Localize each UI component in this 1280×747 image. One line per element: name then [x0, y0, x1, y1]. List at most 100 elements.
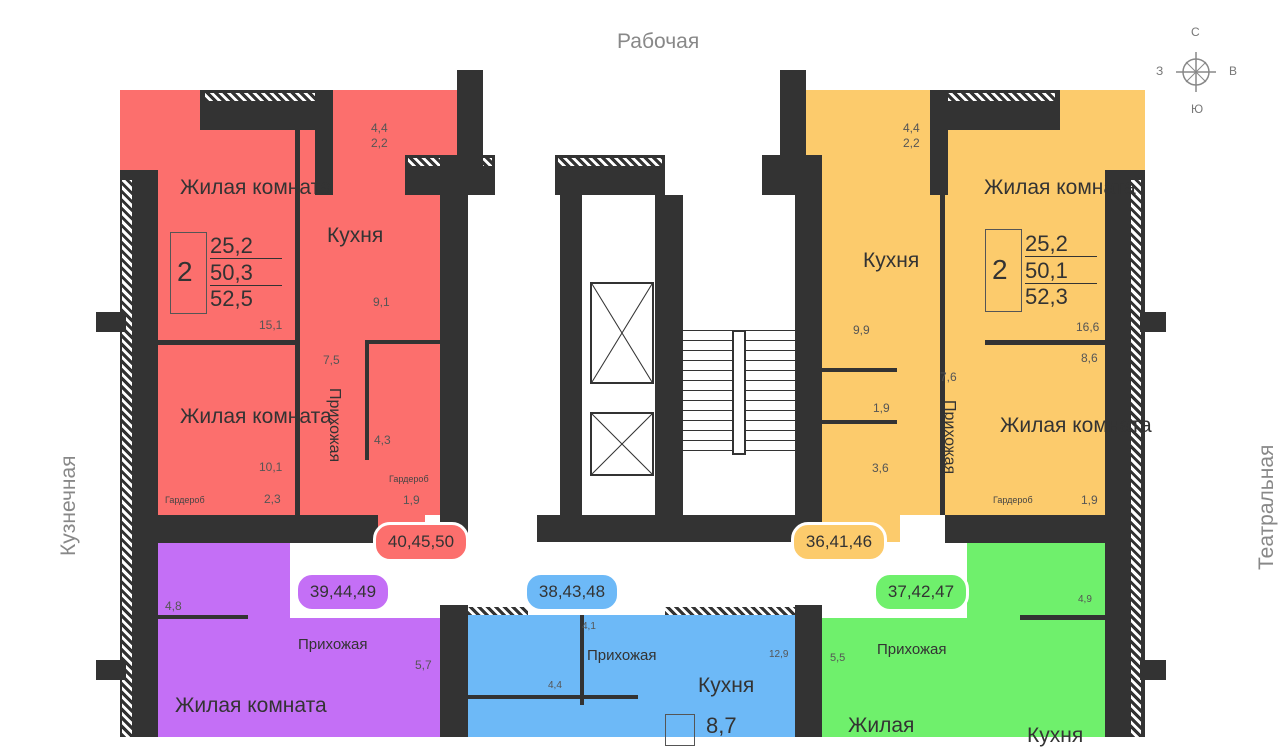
apartment-numbers-badge-blue[interactable]: 38,43,48: [524, 572, 620, 612]
divider: [1025, 256, 1097, 257]
room-label: Кухня: [698, 674, 755, 697]
room-area: 1,9: [873, 401, 890, 415]
room-label: Гардероб: [993, 495, 1033, 505]
rooms-count: 2: [992, 254, 1008, 285]
wall-pilaster: [96, 312, 126, 332]
room-area: 9,9: [853, 323, 870, 337]
wall-partition: [468, 695, 638, 699]
stair-core-wall: [560, 195, 582, 515]
compass-rose-icon: [1176, 52, 1216, 92]
room-area: 9,1: [373, 295, 390, 309]
wall-insulation-west: [122, 180, 132, 737]
room-area: 16,6: [1076, 320, 1100, 334]
wall-partition: [365, 340, 369, 460]
wall: [315, 90, 333, 195]
living-area: 25,2: [210, 233, 253, 258]
rooms-count: 2: [177, 256, 193, 287]
apartment-numbers-badge-green[interactable]: 37,42,47: [873, 572, 969, 612]
wall-partition: [985, 340, 1105, 345]
wall-insulation: [935, 93, 1055, 101]
wall-partition: [158, 615, 248, 619]
wall-partition: [822, 368, 897, 372]
total-area: 52,3: [1025, 284, 1068, 309]
room-area: 4,9: [1078, 594, 1092, 605]
summary-box: [985, 229, 1022, 312]
room-label: Жилая комната: [1000, 414, 1152, 437]
compass-south: Ю: [1191, 102, 1204, 116]
street-label-north: Рабочая: [617, 30, 700, 53]
room-area: 10,1: [259, 460, 283, 474]
wall-insulation: [665, 607, 795, 615]
room-label: Прихожая: [587, 647, 657, 664]
wall-insulation-east: [1131, 180, 1141, 737]
room-label: Гардероб: [165, 495, 205, 505]
room-label: Кухня: [1027, 724, 1084, 747]
apartment-numbers-badge-purple[interactable]: 39,44,49: [295, 572, 391, 612]
compass-east: В: [1229, 64, 1238, 78]
room-label: Жилая комната: [175, 694, 327, 717]
divider: [210, 258, 282, 259]
apartment-area: 50,3: [210, 260, 253, 285]
apartment-area: 8,7: [706, 713, 737, 738]
wall-red-east: [440, 155, 468, 540]
apartment-blue[interactable]: [468, 615, 795, 737]
compass-west: З: [1156, 64, 1164, 78]
compass: С В Ю З: [1150, 25, 1245, 120]
wall-partition: [158, 340, 298, 345]
room-area: 3,6: [872, 461, 889, 475]
wall-partition: [295, 130, 300, 515]
room-area: 4,4: [548, 680, 562, 691]
room-area: 7,5: [323, 353, 340, 367]
room-label: Жилая комната: [180, 405, 332, 428]
apartment-numbers-badge-yellow[interactable]: 36,41,46: [791, 522, 887, 562]
room-area: 15,1: [259, 318, 283, 332]
room-label: Прихожая: [941, 400, 958, 475]
wall-pilaster: [1140, 312, 1166, 332]
wall-partition: [580, 615, 584, 705]
wall: [762, 155, 822, 195]
room-label: Прихожая: [877, 641, 947, 658]
stair-core-wall: [655, 195, 683, 515]
wall-partition: [822, 420, 897, 424]
wall: [930, 90, 948, 195]
room-area: 1,9: [403, 493, 420, 507]
room-area: 1,9: [1081, 493, 1098, 507]
wall-insulation: [558, 158, 662, 166]
living-area: 25,2: [1025, 231, 1068, 256]
apartment-numbers-badge-red[interactable]: 40,45,50: [373, 522, 469, 562]
street-label-east: Театральная: [1255, 444, 1278, 570]
elevator-shaft: [590, 282, 654, 384]
elevator-shaft: [590, 412, 654, 476]
wall-south-red: [158, 515, 378, 543]
room-area: 12,9: [769, 649, 789, 660]
total-area: 52,5: [210, 286, 253, 311]
room-area: 5,7: [415, 658, 432, 672]
wall-insulation: [468, 607, 528, 615]
elevator-cross-icon: [591, 413, 653, 475]
wall-blue-green: [795, 605, 822, 737]
balcony-area: 2,2: [371, 136, 388, 150]
room-label: Прихожая: [298, 636, 368, 653]
room-area: 8,6: [1081, 351, 1098, 365]
balcony-area: 2,2: [903, 136, 920, 150]
wall-pilaster: [1140, 660, 1166, 680]
room-label: Кухня: [863, 249, 920, 272]
elevator-cross-icon: [591, 283, 653, 383]
divider: [210, 285, 282, 286]
wall-south-yellow: [945, 515, 1105, 543]
wall-stub: [457, 70, 483, 190]
balcony-area: 4,4: [903, 121, 920, 135]
wall-insulation: [205, 93, 325, 101]
stair-divider: [732, 330, 746, 455]
compass-north: С: [1191, 25, 1200, 39]
summary-box: [665, 714, 695, 746]
street-label-west: Кузнечная: [57, 455, 80, 556]
wall-partition: [940, 130, 945, 515]
apartment-yellow[interactable]: [805, 90, 1145, 515]
room-label: Жилая комната: [180, 176, 332, 199]
room-area: 4,8: [165, 599, 182, 613]
wall-purple-blue: [440, 605, 468, 737]
room-area: 2,3: [264, 492, 281, 506]
room-label: Кухня: [327, 224, 384, 247]
wall-yellow-west: [795, 155, 822, 540]
